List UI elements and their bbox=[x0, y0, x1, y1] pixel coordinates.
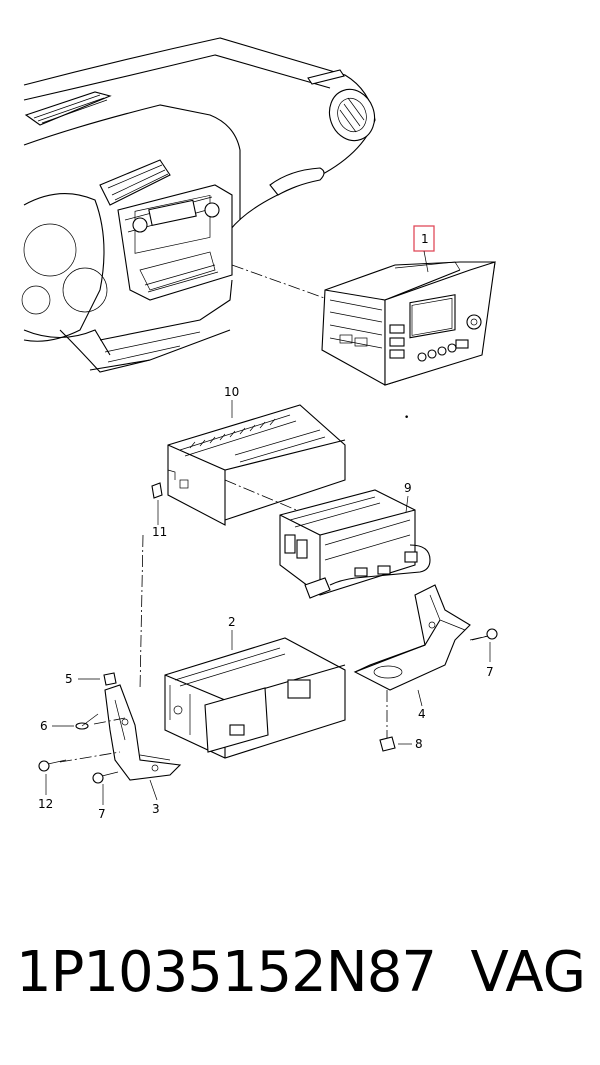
part-number-text: 1P1035152N87 bbox=[16, 940, 437, 1005]
brand-text: VAG bbox=[470, 940, 586, 1005]
callout-1: 1 bbox=[421, 232, 429, 246]
callout-10: 10 bbox=[224, 385, 239, 399]
callout-6: 6 bbox=[40, 719, 48, 733]
radio-body bbox=[164, 637, 346, 759]
screw-6 bbox=[75, 713, 99, 730]
screw-7-left bbox=[92, 771, 119, 784]
nut-8 bbox=[379, 736, 396, 752]
screw-12 bbox=[38, 759, 67, 772]
callout-12: 12 bbox=[38, 797, 53, 811]
callout-3: 3 bbox=[152, 802, 160, 816]
mounting-frame bbox=[167, 404, 346, 526]
callout-9: 9 bbox=[404, 481, 412, 495]
leader-line bbox=[231, 264, 331, 301]
callout-5: 5 bbox=[65, 672, 73, 686]
dot-mark: • bbox=[404, 413, 409, 423]
left-bracket bbox=[104, 684, 182, 781]
nut-5 bbox=[103, 672, 117, 686]
dashboard-illustration bbox=[21, 37, 376, 373]
callout-7-right: 7 bbox=[486, 665, 494, 679]
right-bracket bbox=[353, 584, 471, 691]
callout-7-left: 7 bbox=[98, 807, 106, 821]
callout-2: 2 bbox=[228, 615, 236, 629]
clip-part bbox=[151, 482, 163, 499]
footer: 1P1035152N87 VAG bbox=[0, 940, 600, 1040]
cd-module bbox=[279, 489, 431, 599]
callout-11: 11 bbox=[152, 525, 167, 539]
callout-4: 4 bbox=[418, 707, 426, 721]
radio-unit bbox=[321, 261, 496, 386]
exploded-parts-diagram: 1 10 • 11 9 bbox=[21, 37, 498, 821]
callout-8: 8 bbox=[415, 737, 423, 751]
